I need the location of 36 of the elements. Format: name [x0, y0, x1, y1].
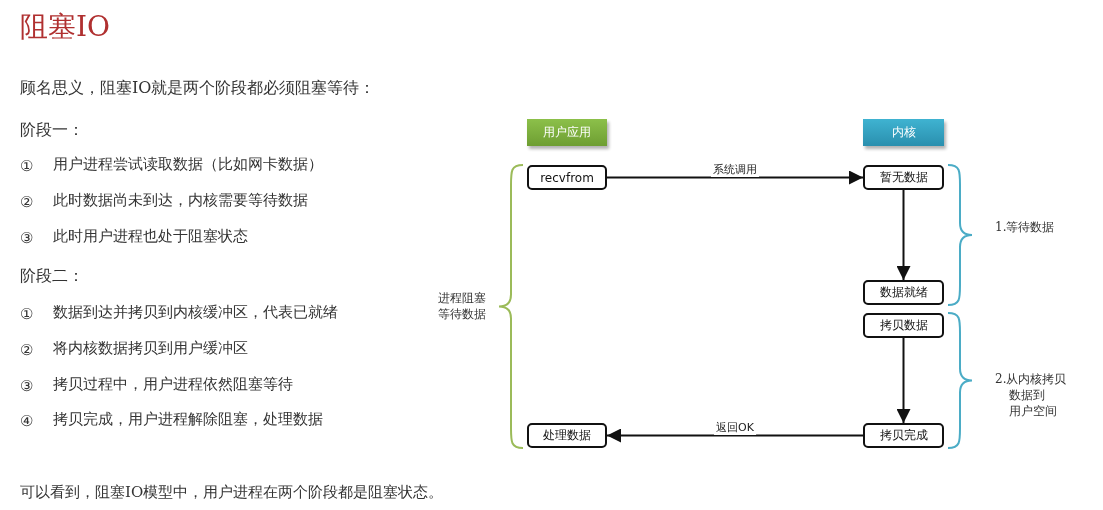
text: 用户进程尝试读取数据（比如网卡数据） — [53, 155, 323, 174]
text: ③ — [20, 377, 33, 395]
process-box: 数据就绪 — [863, 280, 944, 305]
arrow — [896, 189, 911, 281]
process-box: recvfrom — [527, 165, 607, 190]
arrow — [606, 170, 864, 185]
text: 1.等待数据 — [995, 219, 1055, 236]
text: 阶段一： — [20, 120, 84, 141]
process-box: 暂无数据 — [863, 165, 944, 190]
text: 将内核数据拷贝到用户缓冲区 — [53, 339, 248, 358]
text: ① — [20, 305, 33, 323]
process-box: 拷贝完成 — [863, 423, 944, 448]
arrow — [606, 428, 864, 443]
lane-header: 内核 — [863, 119, 944, 146]
text: 可以看到，阻塞IO模型中，用户进程在两个阶段都是阻塞状态。 — [20, 483, 444, 502]
text: 2.从内核拷贝数据到用户空间 — [995, 371, 1067, 419]
title: 阻塞IO — [20, 9, 110, 45]
text: 拷贝过程中，用户进程依然阻塞等待 — [53, 375, 293, 394]
text: ④ — [20, 412, 33, 430]
text: 数据到达并拷贝到内核缓冲区，代表已就绪 — [53, 303, 338, 322]
text: 此时用户进程也处于阻塞状态 — [53, 227, 248, 246]
text: 阶段二： — [20, 266, 84, 287]
text: ③ — [20, 229, 33, 247]
text: ② — [20, 193, 33, 211]
text: 拷贝完成，用户进程解除阻塞，处理数据 — [53, 410, 323, 429]
edge-label: 返回OK — [714, 419, 756, 435]
lane-header: 用户应用 — [527, 119, 607, 146]
process-box: 拷贝数据 — [863, 313, 944, 338]
text: ① — [20, 157, 33, 175]
text: ② — [20, 341, 33, 359]
text: 此时数据尚未到达，内核需要等待数据 — [53, 191, 308, 210]
text: 顾名思义，阻塞IO就是两个阶段都必须阻塞等待： — [20, 78, 376, 99]
text: 进程阻塞等待数据 — [438, 290, 486, 322]
edge-label: 系统调用 — [711, 161, 759, 177]
process-box: 处理数据 — [527, 423, 607, 448]
arrow — [896, 337, 911, 424]
